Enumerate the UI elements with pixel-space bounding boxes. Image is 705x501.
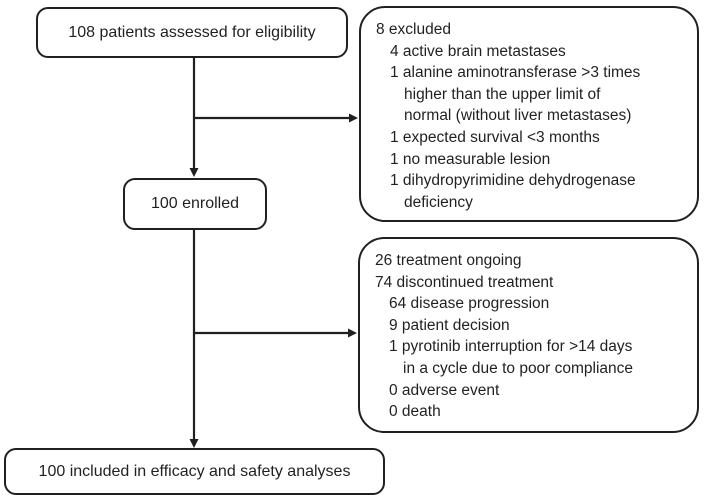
arrowhead-analyses <box>189 439 199 448</box>
excluded-line: 1 no measurable lesion <box>390 150 551 168</box>
excluded-line: deficiency <box>404 193 473 211</box>
analyses-label: 100 included in efficacy and safety anal… <box>38 462 351 480</box>
excluded-line: higher than the upper limit of <box>404 85 601 103</box>
excluded-line: 1 expected survival <3 months <box>390 128 600 146</box>
treatment-line: 0 death <box>389 403 441 421</box>
excluded-line: 1 alanine aminotransferase >3 times <box>390 64 641 82</box>
excluded-line: 8 excluded <box>376 21 451 38</box>
treatment-line: 0 adverse event <box>389 381 500 399</box>
treatment-line: 64 disease progression <box>389 295 550 313</box>
arrowhead-excluded <box>349 113 358 123</box>
eligibility-label: 108 patients assessed for eligibility <box>68 23 316 41</box>
treatment-line: 26 treatment ongoing <box>375 252 522 269</box>
treatment-line: 9 patient decision <box>389 316 510 334</box>
treatment-line: 1 pyrotinib interruption for >14 days <box>389 338 633 356</box>
treatment-status-box: 26 treatment ongoing 74 discontinued tre… <box>358 237 699 433</box>
excluded-box: 8 excluded 4 active brain metastases 1 a… <box>359 6 699 222</box>
excluded-line: 4 active brain metastases <box>390 42 566 60</box>
enrolled-box: 100 enrolled <box>123 178 267 230</box>
enrolled-label: 100 enrolled <box>150 195 240 213</box>
excluded-line: normal (without liver metastases) <box>404 107 632 125</box>
treatment-line: in a cycle due to poor compliance <box>403 359 634 377</box>
treatment-line: 74 discontinued treatment <box>375 273 554 291</box>
arrowhead-treatment <box>348 328 357 338</box>
excluded-line: 1 dihydropyrimidine dehydrogenase <box>390 172 636 190</box>
analyses-box: 100 included in efficacy and safety anal… <box>4 448 385 495</box>
arrowhead-enrolled <box>189 168 199 177</box>
eligibility-box: 108 patients assessed for eligibility <box>36 7 348 58</box>
